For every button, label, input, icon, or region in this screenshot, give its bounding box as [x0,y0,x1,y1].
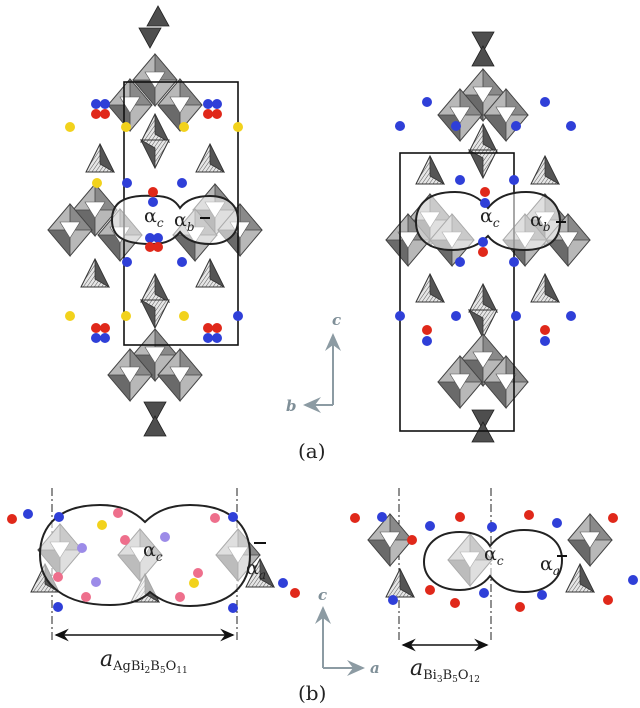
alpha-a-label-b-right: αa [540,553,560,578]
alpha-c-label-left: αc [144,205,164,230]
atoms-left [65,99,243,343]
dimension-label-b-right: aBi3B5O12 [410,656,480,685]
channel-outline-b-right [422,528,564,594]
panel-b-right-structure: αc αa aBi3B5O12 [350,488,638,685]
alpha-a-label-b-left: αa [246,557,266,582]
axes-panel-b: c a [315,586,380,677]
axis-c-label-b: c [318,586,327,604]
panel-a-right-structure: αc αb [385,31,591,443]
axis-c-label-a: c [332,311,341,329]
caption-a: (a) [298,439,326,463]
alpha-b-label-left: αb [174,209,195,234]
axis-b-label-a: b [286,397,297,415]
caption-b: (b) [298,681,326,705]
channel-outline-left [110,194,240,246]
atoms-right [395,97,576,346]
dimension-label-b-left: aAgBi2B5O11 [100,647,188,676]
alpha-c-label-b-right: αc [484,543,504,568]
unit-cell-right [399,152,515,432]
alpha-c-label-b-left: αc [143,539,163,564]
axes-panel-a: c b [286,311,341,415]
panel-a-left-structure: αc αb [47,5,263,437]
axis-a-label-b: a [370,659,380,677]
alpha-c-label-right: αc [480,205,500,230]
channel-outline-right [414,190,562,252]
alpha-b-label-right: αb [530,209,551,234]
atoms-b-left [7,508,300,613]
panel-b-left-structure: αc αa aAgBi2B5O11 [7,488,300,676]
atoms-b-right [350,510,638,612]
